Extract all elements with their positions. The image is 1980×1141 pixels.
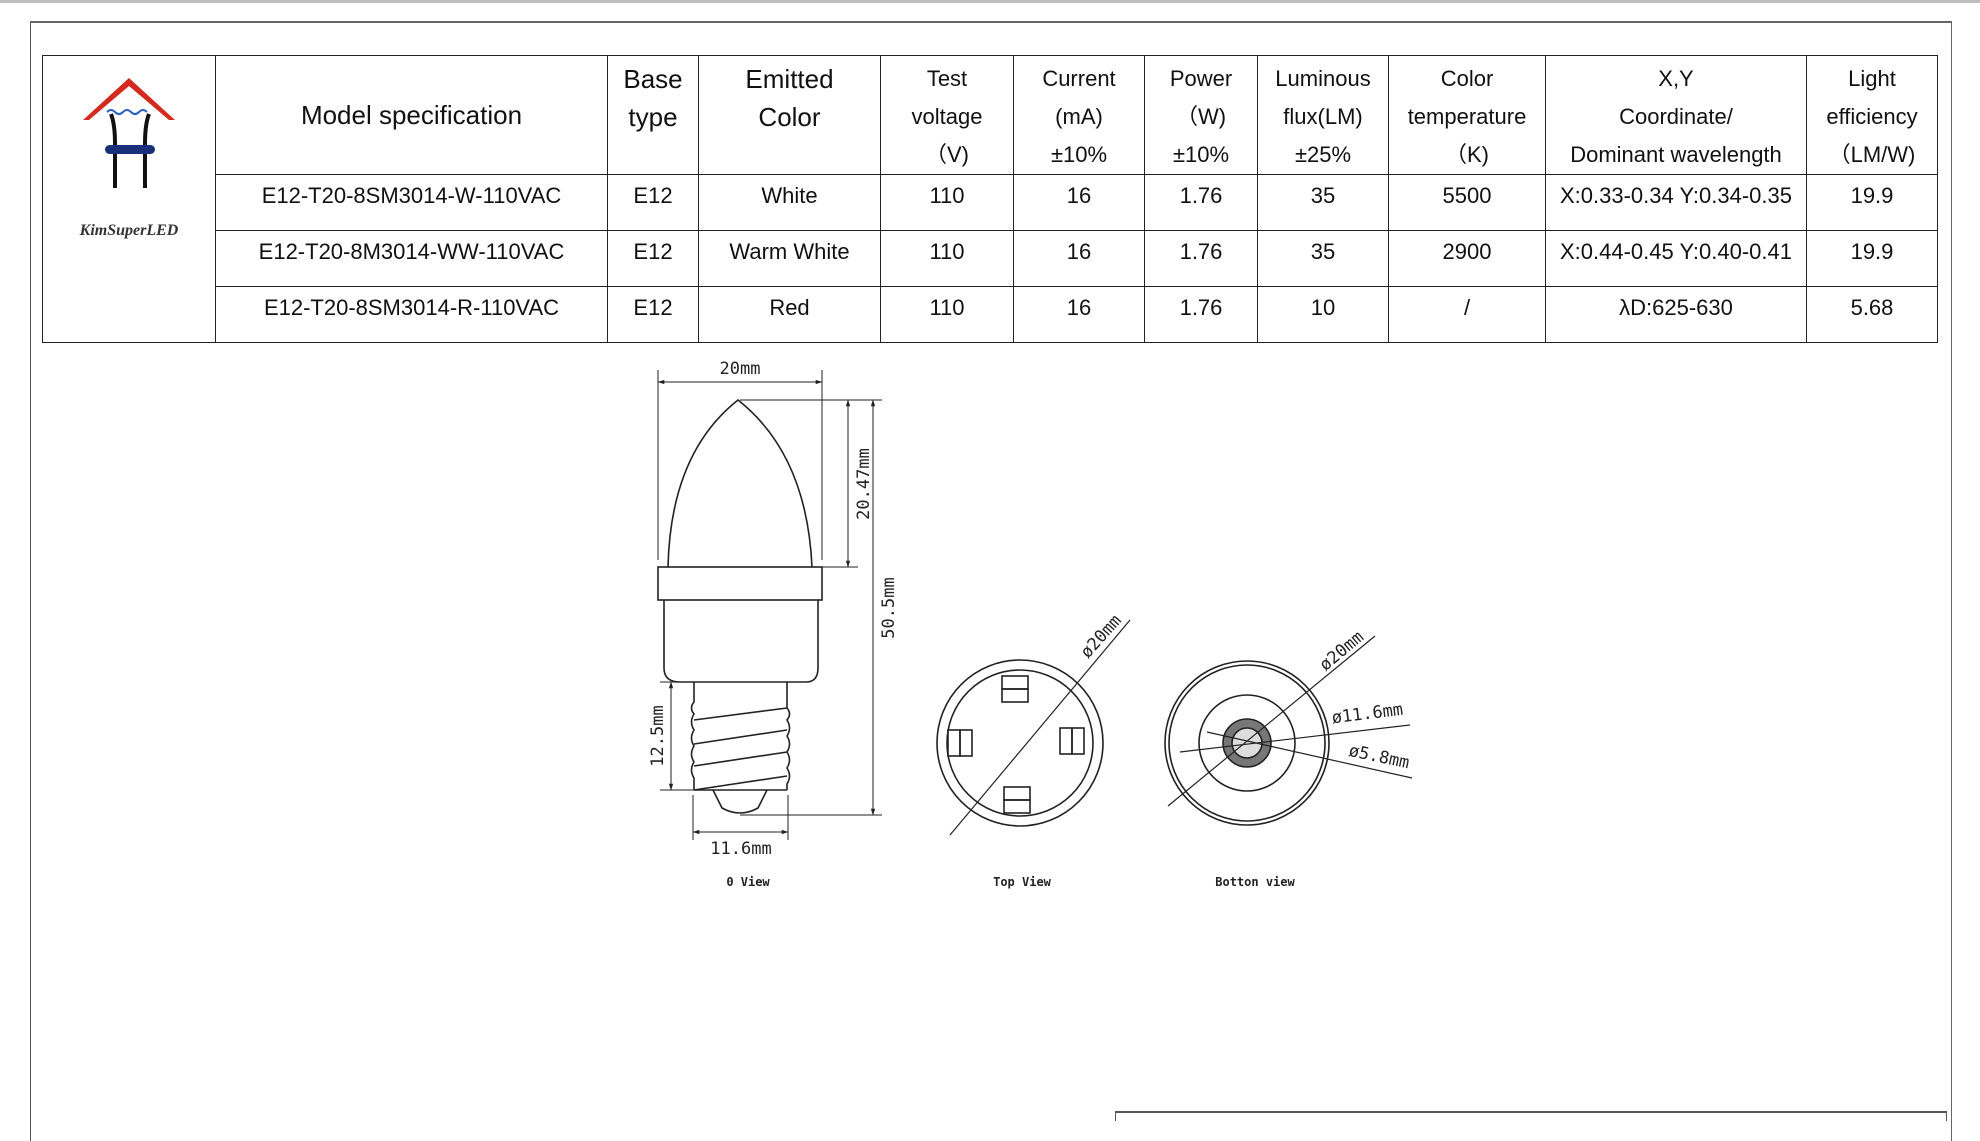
cell-power: 1.76: [1144, 286, 1258, 343]
dim-base-height-label: 12.5mm: [648, 705, 668, 766]
dim-total-height-label: 50.5mm: [879, 577, 899, 638]
cell-current: 16: [1013, 174, 1145, 231]
dim-dome-height-label: 20.47mm: [854, 448, 874, 520]
bottom-view-contact-diameter-label: ø5.8mm: [1347, 741, 1411, 773]
side-view: [657, 370, 882, 840]
dim-width-label: 20mm: [720, 359, 761, 379]
dim-base-width-label: 11.6mm: [710, 839, 771, 859]
cell-voltage: 110: [880, 174, 1014, 231]
header-power: Power（W)±10%: [1144, 55, 1258, 175]
bottom-view-base-diameter-label: ø11.6mm: [1331, 700, 1405, 729]
cell-efficiency: 19.9: [1806, 174, 1938, 231]
cell-base: E12: [607, 286, 699, 343]
cell-cct: /: [1388, 286, 1546, 343]
cell-flux: 10: [1257, 286, 1389, 343]
cell-flux: 35: [1257, 230, 1389, 287]
bottom-view: [1164, 635, 1413, 826]
cell-model: E12-T20-8SM3014-R-110VAC: [215, 286, 608, 343]
top-view-label: Top View: [993, 875, 1052, 889]
table-row: E12-T20-8SM3014-W-110VAC E12 White 110 1…: [43, 174, 1938, 231]
cell-xy: X:0.33-0.34 Y:0.34-0.35: [1545, 174, 1807, 231]
technical-drawing: 20mm 20.47mm 50.5mm 12.5mm 11.6mm 0 View…: [648, 359, 1413, 889]
cell-efficiency: 5.68: [1806, 286, 1938, 343]
window-top-edge: [0, 0, 1980, 3]
cell-xy: X:0.44-0.45 Y:0.40-0.41: [1545, 230, 1807, 287]
cell-color: Warm White: [698, 230, 881, 287]
cell-xy: λD:625-630: [1545, 286, 1807, 343]
cell-color: White: [698, 174, 881, 231]
kimsuperled-logo-icon: [83, 78, 175, 188]
side-view-label: 0 View: [726, 875, 770, 889]
bottom-view-outer-diameter-label: ø20mm: [1316, 627, 1368, 675]
cell-color: Red: [698, 286, 881, 343]
top-view: [936, 619, 1131, 836]
document-page: [30, 21, 1952, 1141]
cell-model: E12-T20-8SM3014-W-110VAC: [215, 174, 608, 231]
header-current: Current(mA)±10%: [1013, 55, 1145, 175]
table-row: E12-T20-8M3014-WW-110VAC E12 Warm White …: [43, 230, 1938, 287]
bottom-info-box: [1115, 1111, 1947, 1121]
cell-flux: 35: [1257, 174, 1389, 231]
cell-cct: 5500: [1388, 174, 1546, 231]
cell-power: 1.76: [1144, 174, 1258, 231]
cell-voltage: 110: [880, 230, 1014, 287]
cell-current: 16: [1013, 230, 1145, 287]
table-row: E12-T20-8SM3014-R-110VAC E12 Red 110 16 …: [43, 286, 1938, 343]
cell-model: E12-T20-8M3014-WW-110VAC: [215, 230, 608, 287]
cell-efficiency: 19.9: [1806, 230, 1938, 287]
cell-power: 1.76: [1144, 230, 1258, 287]
bottom-view-label: Botton view: [1215, 875, 1295, 889]
logo-text: KimSuperLED: [79, 222, 179, 239]
cell-cct: 2900: [1388, 230, 1546, 287]
cell-voltage: 110: [880, 286, 1014, 343]
logo-cell: KimSuperLED: [42, 55, 216, 343]
